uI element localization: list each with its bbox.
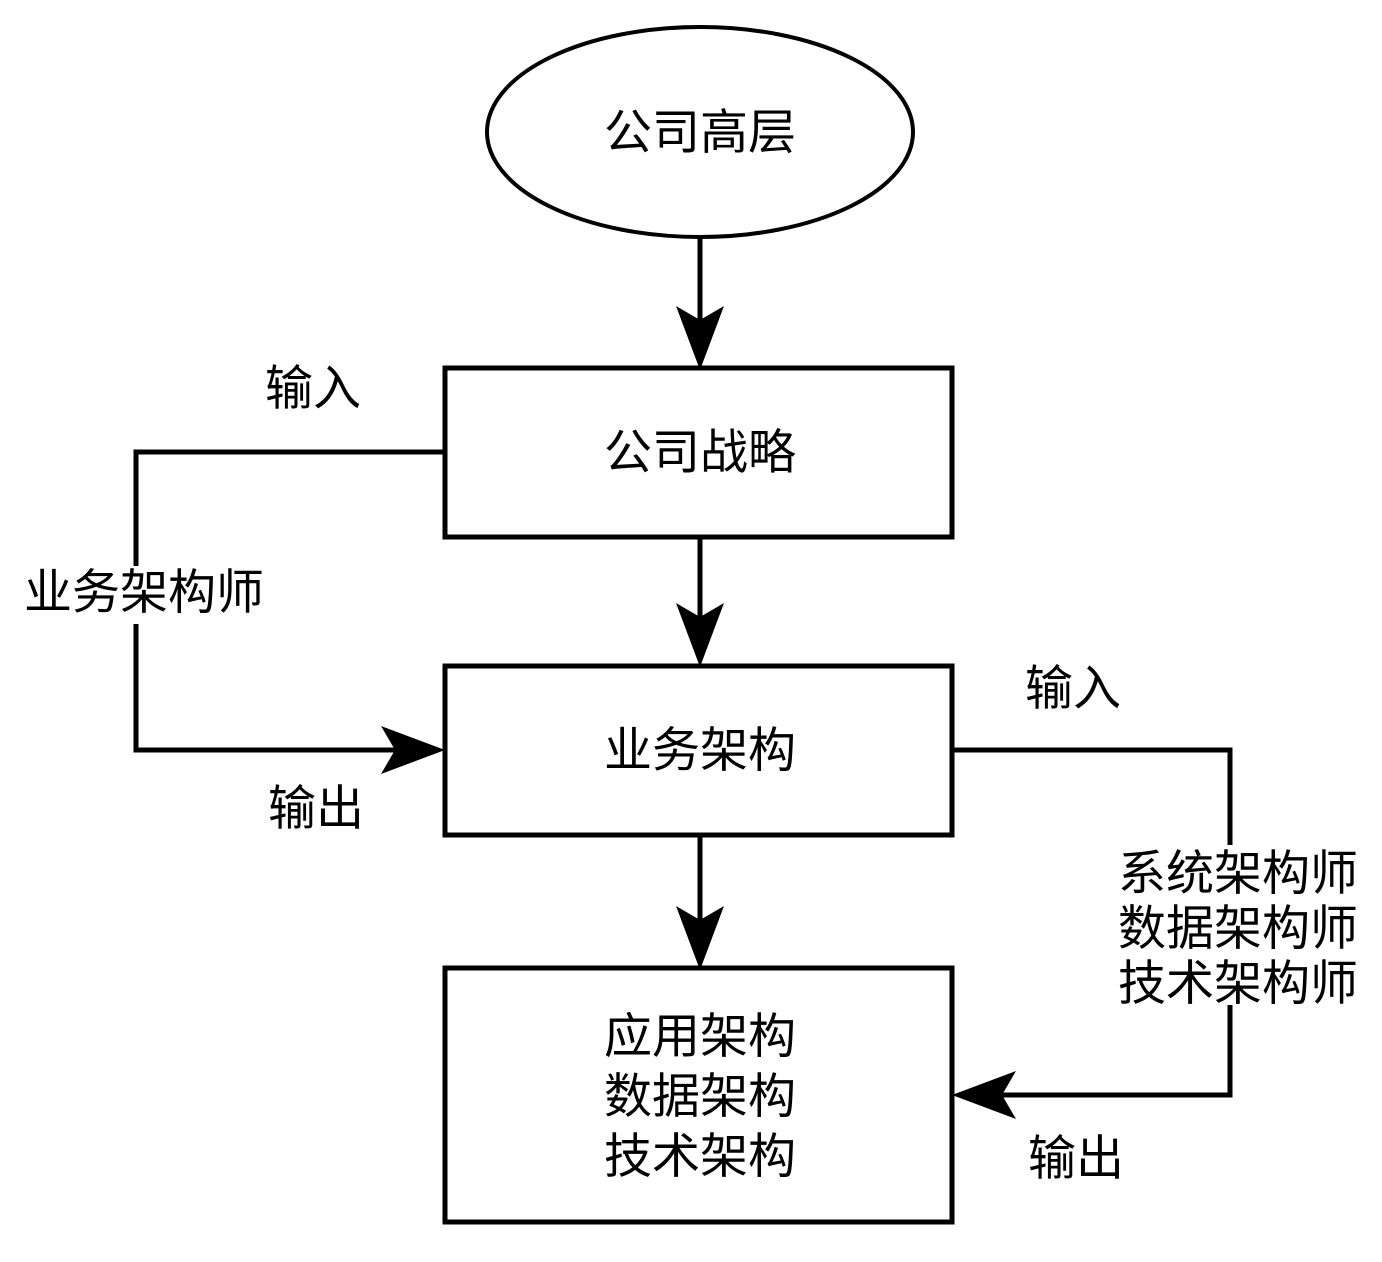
label-backdrop bbox=[1019, 662, 1143, 718]
node-strategy-shape bbox=[442, 365, 955, 540]
edge-label-input-left-group: 输入 bbox=[258, 362, 382, 418]
edge-label-output-right-group: 输出 bbox=[1022, 1132, 1142, 1188]
node-business-arch[interactable]: 业务架构 bbox=[442, 663, 955, 838]
label-backdrop bbox=[258, 362, 382, 418]
edge-label-input-left: 输入 bbox=[265, 363, 361, 416]
node-business-arch-shape bbox=[442, 663, 955, 838]
node-detail-arch-label-line2: 数据架构 bbox=[604, 1071, 796, 1124]
edge-label-role-left-group: 业务架构师 bbox=[18, 566, 268, 624]
arrowhead-down-icon bbox=[676, 306, 724, 370]
edge-strategy-to-business bbox=[676, 537, 724, 667]
arrowhead-down-icon bbox=[676, 906, 724, 970]
edge-business-to-detail bbox=[676, 835, 724, 970]
edge-label-input-right-group: 输入 bbox=[1019, 662, 1143, 718]
edge-label-input-right: 输入 bbox=[1025, 663, 1121, 716]
edge-label-roles-right-line1: 系统架构师 bbox=[1118, 848, 1358, 901]
edge-exec-to-strategy bbox=[676, 238, 724, 370]
label-backdrop bbox=[1022, 1132, 1142, 1188]
label-backdrop bbox=[262, 782, 382, 838]
label-backdrop bbox=[1112, 845, 1357, 1005]
arrowhead-left-icon bbox=[952, 1071, 1016, 1119]
node-strategy-label: 公司战略 bbox=[604, 427, 796, 480]
node-exec-shape bbox=[485, 25, 915, 239]
edge-label-roles-right-group: 系统架构师 数据架构师 技术架构师 bbox=[1112, 845, 1358, 1011]
node-strategy[interactable]: 公司战略 bbox=[442, 365, 955, 540]
node-exec-label: 公司高层 bbox=[604, 107, 796, 160]
label-backdrop bbox=[18, 566, 268, 624]
node-business-arch-label: 业务架构 bbox=[604, 725, 796, 778]
edge-label-role-left: 业务架构师 bbox=[24, 567, 264, 620]
node-detail-arch[interactable]: 应用架构 数据架构 技术架构 bbox=[442, 965, 955, 1225]
node-exec[interactable]: 公司高层 bbox=[485, 25, 915, 239]
edge-label-output-left: 输出 bbox=[268, 783, 364, 836]
edge-label-roles-right-line2: 数据架构师 bbox=[1118, 903, 1358, 956]
edge-label-output-left-group: 输出 bbox=[262, 782, 382, 838]
node-detail-arch-shape bbox=[442, 965, 955, 1225]
arrowhead-down-icon bbox=[676, 603, 724, 667]
edge-label-roles-right-line3: 技术架构师 bbox=[1118, 958, 1358, 1011]
arrowhead-right-icon bbox=[381, 726, 445, 774]
edge-label-output-right: 输出 bbox=[1028, 1133, 1124, 1186]
node-detail-arch-label-line3: 技术架构 bbox=[604, 1131, 796, 1184]
node-detail-arch-label-line1: 应用架构 bbox=[604, 1011, 796, 1064]
